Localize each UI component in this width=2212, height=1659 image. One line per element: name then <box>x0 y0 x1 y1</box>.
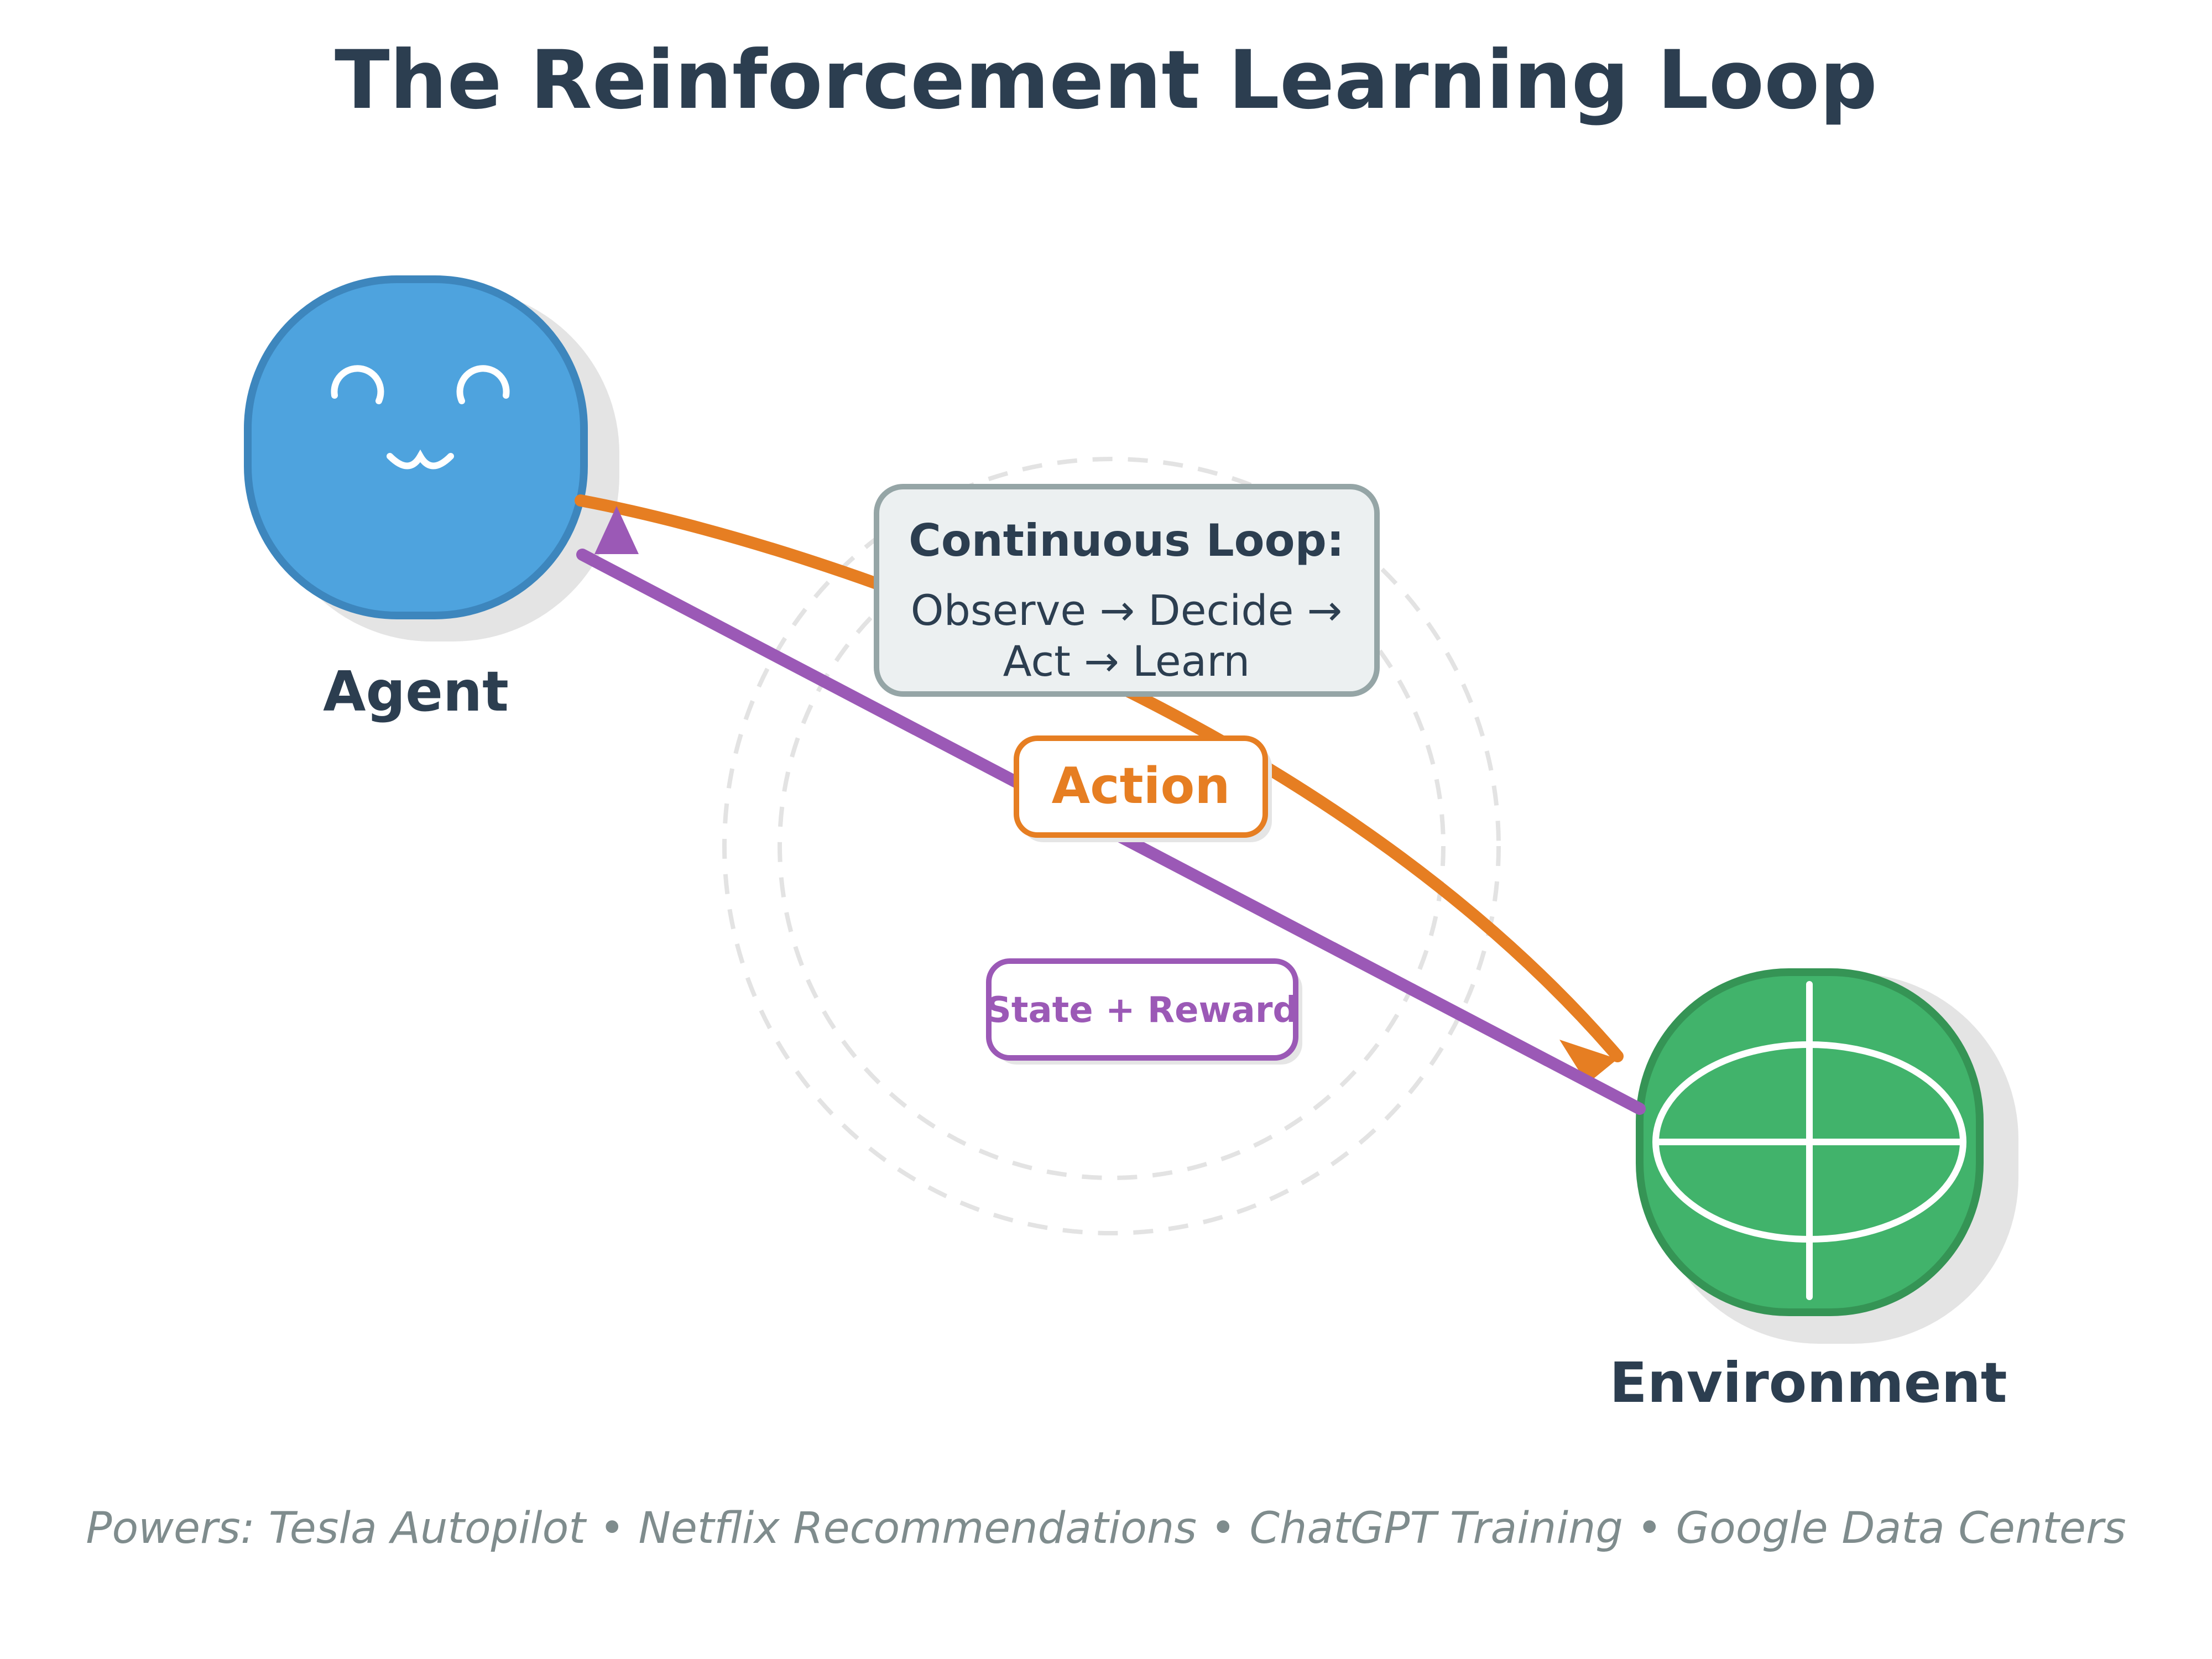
loop-info-box-bg <box>874 484 1380 697</box>
environment-label: Environment <box>1609 1350 2007 1415</box>
loop-box-line-2: Act → Learn <box>1003 637 1250 686</box>
feedback-label: State + Reward <box>986 990 1298 1031</box>
agent-body <box>244 275 588 619</box>
page-title: The Reinforcement Learning Loop <box>335 33 1877 127</box>
action-arrowhead <box>1559 1040 1618 1084</box>
smiley-face-icon <box>331 365 510 469</box>
loop-box-line-1: Observe → Decide → <box>911 586 1342 635</box>
action-label: Action <box>1052 757 1230 815</box>
loop-info-box: Continuous Loop: Observe → Decide → Act … <box>874 484 1380 697</box>
feedback-arrowhead <box>594 506 639 554</box>
agent-node <box>244 275 619 641</box>
environment-node <box>1636 968 2018 1344</box>
agent-label: Agent <box>323 659 509 724</box>
loop-box-title: Continuous Loop: <box>909 515 1344 566</box>
feedback-label-bg <box>986 958 1298 1061</box>
action-label-box: Action <box>1014 735 1272 842</box>
footer-applications: Powers: Tesla Autopilot • Netflix Recomm… <box>86 1504 2126 1553</box>
globe-icon <box>1652 981 1966 1300</box>
feedback-label-box: State + Reward <box>986 958 1302 1065</box>
action-label-bg <box>1014 735 1268 838</box>
outer-dashed-ring <box>722 457 1501 1235</box>
